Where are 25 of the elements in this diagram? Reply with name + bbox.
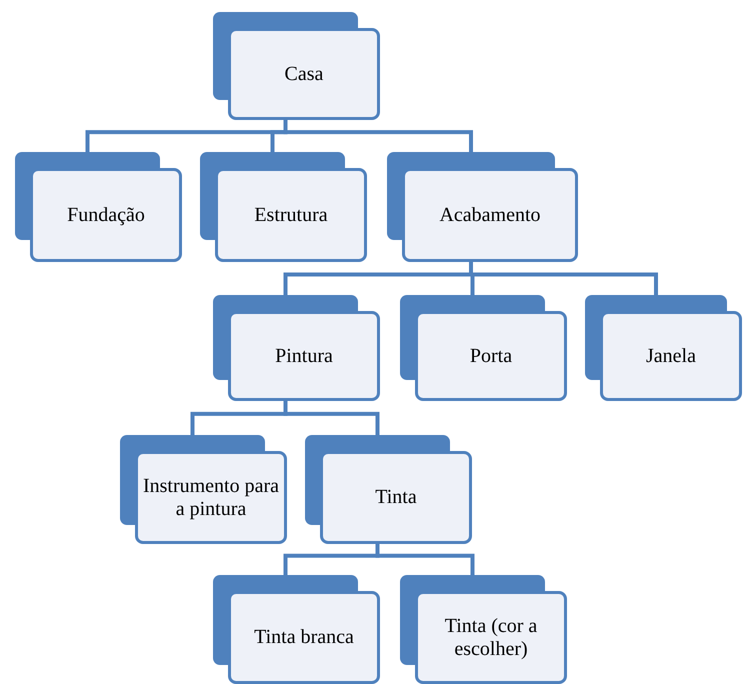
node-label: Pintura bbox=[275, 344, 333, 368]
node-card bbox=[400, 295, 567, 401]
node-card bbox=[213, 12, 380, 120]
connector-line bbox=[284, 120, 473, 152]
node-label: Porta bbox=[470, 344, 512, 368]
node-label: Tinta branca bbox=[254, 626, 354, 649]
node-label: Instrumento para a pintura bbox=[142, 474, 280, 520]
node-card bbox=[213, 295, 380, 401]
node-card bbox=[200, 152, 367, 262]
node-label: Tinta (cor a escolher) bbox=[444, 614, 538, 660]
node-card bbox=[15, 152, 182, 262]
node-card bbox=[305, 435, 472, 544]
node-card bbox=[400, 575, 567, 684]
node-card bbox=[585, 295, 742, 401]
node-label: Tinta bbox=[375, 486, 417, 509]
node-card bbox=[120, 435, 287, 544]
node-label: Fundação bbox=[67, 204, 145, 226]
node-label: Janela bbox=[646, 344, 696, 368]
connector-line bbox=[376, 544, 474, 575]
connector-line bbox=[284, 401, 380, 435]
node-card bbox=[213, 575, 380, 684]
node-card bbox=[387, 152, 578, 262]
node-label: Casa bbox=[284, 62, 324, 86]
node-label: Acabamento bbox=[439, 204, 541, 226]
node-label: Estrutura bbox=[254, 204, 328, 226]
